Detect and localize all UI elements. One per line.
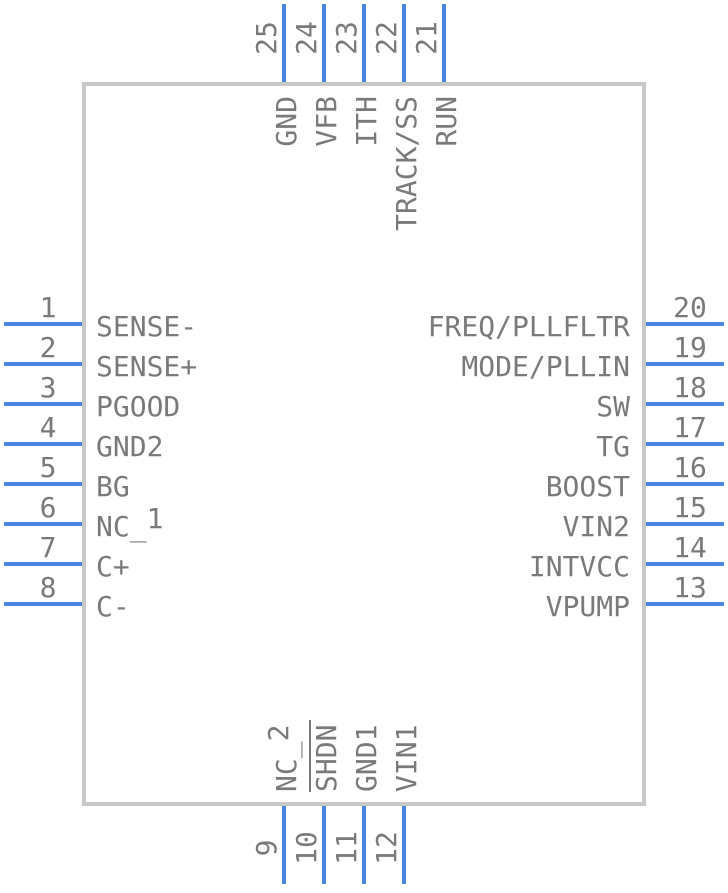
pin-12-name: VIN1 <box>390 725 423 792</box>
pin-8-number: 8 <box>40 571 57 604</box>
pin-20-number: 20 <box>673 291 707 324</box>
pin-1-name: SENSE- <box>96 310 197 343</box>
pin-24-name: VFB <box>310 96 343 147</box>
pin-19-name: MODE/PLLIN <box>461 350 630 383</box>
pin-13-name: VPUMP <box>546 590 630 623</box>
pin-7-number: 7 <box>40 531 57 564</box>
pin-17-name: TG <box>596 430 630 463</box>
pin-15-number: 15 <box>673 491 707 524</box>
pin-13-number: 13 <box>673 571 707 604</box>
pin-25-name: GND <box>270 96 303 147</box>
pin-12-number: 12 <box>370 831 403 865</box>
pin-16-number: 16 <box>673 451 707 484</box>
pin-2-number: 2 <box>40 331 57 364</box>
pin-6-name: NC_1 <box>96 502 163 544</box>
pin-14-name: INTVCC <box>529 550 630 583</box>
pin-9-number: 9 <box>250 840 283 857</box>
pin-7-name: C+ <box>96 550 130 583</box>
pin-19-number: 19 <box>673 331 707 364</box>
pin-4-name: GND2 <box>96 430 163 463</box>
pin-24-number: 24 <box>290 21 323 55</box>
pin-16-name: BOOST <box>546 470 630 503</box>
pin-5-name: BG <box>96 470 130 503</box>
pin-18-name: SW <box>596 390 630 423</box>
pin-11-name: GND1 <box>350 725 383 792</box>
pin-3-number: 3 <box>40 371 57 404</box>
pin-22-number: 22 <box>370 21 403 55</box>
pin-10-name: SHDN <box>310 725 343 792</box>
pin-10-number: 10 <box>290 831 323 865</box>
pin-21-number: 21 <box>410 21 443 55</box>
pin-2-name: SENSE+ <box>96 350 197 383</box>
pin-25-number: 25 <box>250 21 283 55</box>
ic-body <box>82 82 646 806</box>
pin-21-name: RUN <box>430 96 463 147</box>
pin-23-number: 23 <box>330 21 363 55</box>
pin-18-number: 18 <box>673 371 707 404</box>
pin-4-number: 4 <box>40 411 57 444</box>
pin-17-number: 17 <box>673 411 707 444</box>
pin-1-number: 1 <box>40 291 57 324</box>
pin-3-name: PGOOD <box>96 390 180 423</box>
pin-6-number: 6 <box>40 491 57 524</box>
pin-20-name: FREQ/PLLFLTR <box>428 310 630 343</box>
pin-9-name: NC_2 <box>262 725 304 792</box>
pin-23-name: ITH <box>350 96 383 147</box>
pin-11-number: 11 <box>330 831 363 865</box>
pin-14-number: 14 <box>673 531 707 564</box>
pins-layer: 1SENSE-2SENSE+3PGOOD4GND25BG6NC_17C+8C-2… <box>4 4 724 884</box>
pin-5-number: 5 <box>40 451 57 484</box>
pin-8-name: C- <box>96 590 130 623</box>
pin-22-name: TRACK/SS <box>390 96 423 231</box>
pin-15-name: VIN2 <box>563 510 630 543</box>
